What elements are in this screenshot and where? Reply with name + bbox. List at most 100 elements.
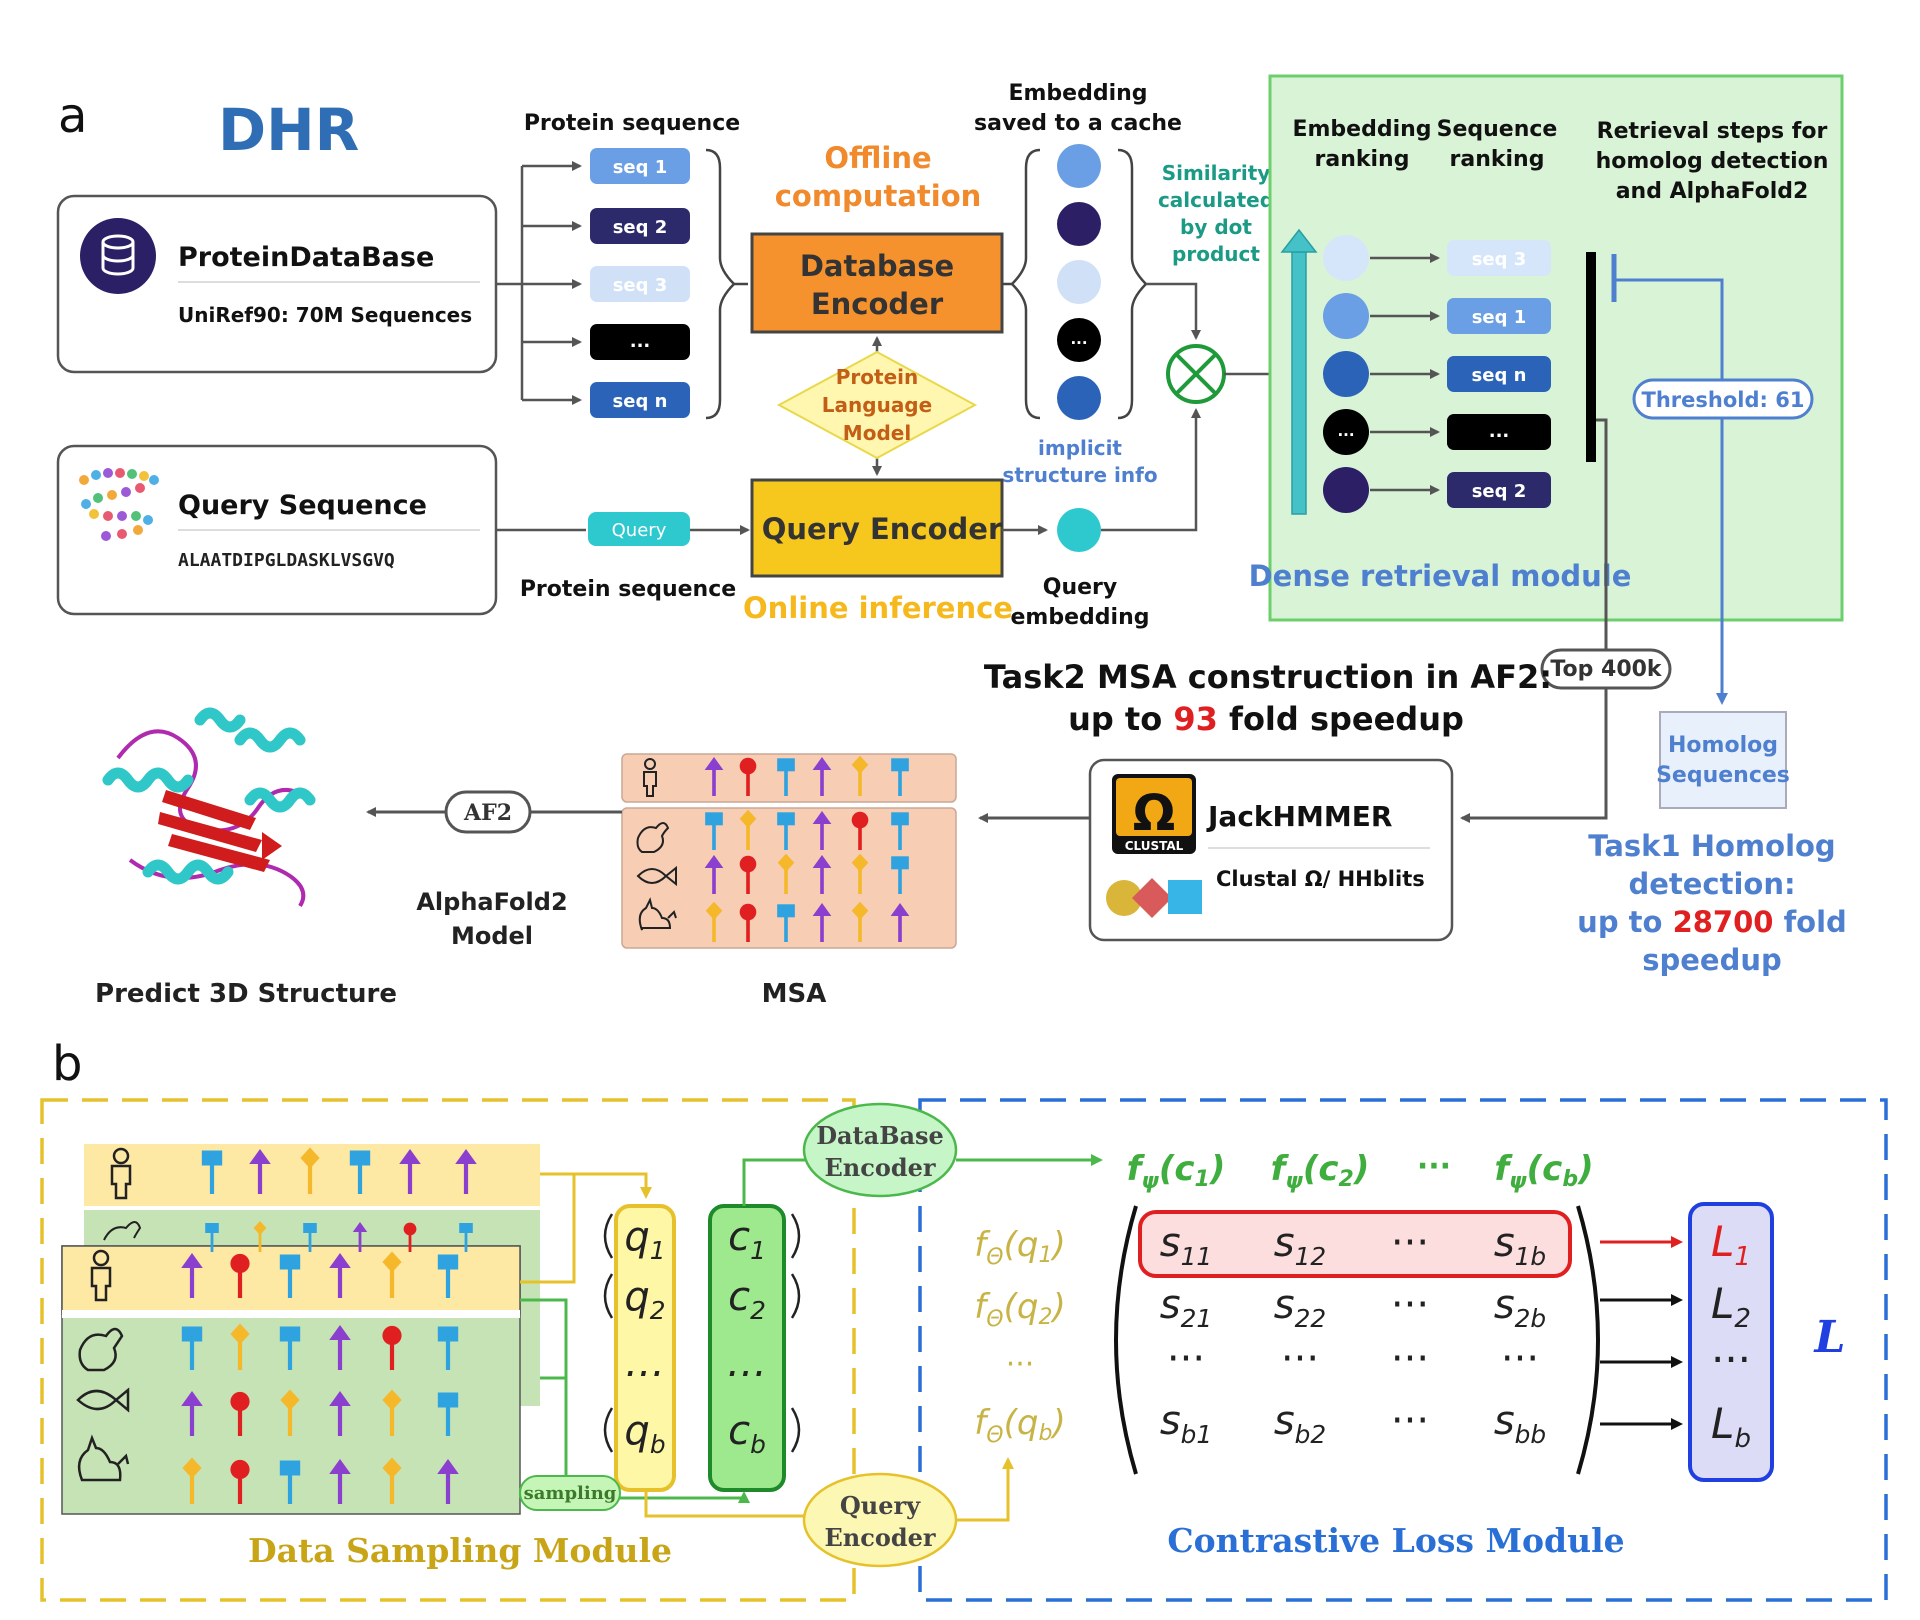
msa-glyph-r2-c2	[739, 809, 757, 850]
matrix-cell-r4-c2: sb2	[1274, 1398, 1326, 1449]
yellow-top-feed-line	[540, 1172, 652, 1199]
f-psi-ellipsis: ···	[1417, 1149, 1451, 1184]
offline-label-1: Offline	[824, 141, 931, 175]
front-glyph-r1-c3	[279, 1254, 301, 1298]
back-top-glyph-2	[249, 1149, 271, 1194]
front-glyph-r4-c3	[279, 1460, 301, 1504]
matrix-cell-r2-c3: ···	[1391, 1282, 1429, 1328]
q-open-paren-1	[603, 1213, 614, 1259]
msa-glyph-r4-c1	[705, 901, 723, 942]
af2-pill-label: AF2	[463, 800, 512, 826]
msa-glyph-r4-c5	[851, 901, 869, 942]
task1-line-2: detection:	[1628, 867, 1795, 901]
msa-block	[621, 753, 957, 949]
front-fish-icon	[76, 1387, 130, 1413]
hhblits-logo	[1106, 878, 1202, 918]
c-label-4: cb	[728, 1408, 766, 1459]
embedding-ranking-label-2: ranking	[1315, 147, 1410, 172]
query-pill-label: Query	[612, 520, 667, 541]
matrix-left-paren	[1114, 1205, 1138, 1475]
retrieval-steps-label-1: Retrieval steps for	[1597, 119, 1828, 144]
msa-glyph-r3-c3	[777, 853, 795, 894]
embedding-ranking-label-1: Embedding	[1292, 117, 1431, 142]
msa-glyph-r2-c4	[812, 811, 832, 850]
f-theta-ellipsis: ···	[1006, 1347, 1035, 1382]
msa-glyph-r2-c3	[777, 812, 795, 850]
front-glyph-r2-c6	[437, 1326, 459, 1370]
homolog-sequences-box	[1659, 711, 1787, 809]
front-glyph-r2-c2	[230, 1323, 250, 1370]
c-column	[708, 1204, 786, 1492]
query-sequence-title: Query Sequence	[178, 490, 427, 521]
back-second-glyph-6	[459, 1223, 473, 1252]
back-top-glyph-4	[349, 1150, 371, 1194]
task1-line-1: Task1 Homolog	[1588, 829, 1835, 863]
similarity-label-4: product	[1172, 242, 1260, 266]
msa-query-row	[621, 753, 957, 803]
msa-glyph-r3-c5	[851, 853, 869, 894]
protein-sequence-bottom-label: Protein sequence	[520, 577, 736, 602]
query-encoder-to-ftheta-arrow	[956, 1457, 1014, 1522]
msa-glyph-r3-c4	[812, 855, 832, 894]
loss-label-2: L2	[1711, 1279, 1751, 1334]
ranked-dot-5	[1323, 467, 1369, 513]
back-second-glyph-1	[205, 1223, 219, 1252]
matrix-cell-r2-c1: s21	[1160, 1282, 1212, 1333]
online-inference-label: Online inference	[743, 591, 1013, 625]
protein-database-subtitle: UniRef90: 70M Sequences	[178, 303, 472, 327]
embedding-left-brace	[1010, 148, 1041, 420]
front-glyph-r2-c1	[181, 1326, 203, 1370]
task1-prefix: up to	[1577, 905, 1672, 939]
f-psi-cb: fψ(cb)	[1494, 1149, 1593, 1194]
msa-glyph-r4-c3	[777, 904, 795, 942]
back-second-glyph-5	[403, 1222, 417, 1252]
msa-homolog-rows	[621, 807, 957, 949]
embedding-dot-ellipsis-label: ...	[1070, 330, 1087, 348]
implicit-label-1: implicit	[1038, 436, 1122, 460]
embedding-dot-ellipsis	[1057, 318, 1101, 362]
sequence-ranking-label-2: ranking	[1450, 147, 1545, 172]
dense-retrieval-panel	[1268, 74, 1844, 622]
similarity-label-2: calculated	[1158, 188, 1274, 212]
task1-line-3: up to 28700 fold	[1577, 905, 1847, 939]
seq-pill-n-label: seq n	[613, 391, 668, 412]
contrastive-loss-module-label: Contrastive Loss Module	[1167, 1521, 1624, 1560]
front-glyph-r3-c6	[437, 1392, 459, 1436]
msa-glyph-r2-c1	[705, 812, 723, 850]
plm-label-1: Protein	[836, 365, 918, 389]
back-top-glyph-5	[399, 1149, 421, 1194]
protein-language-model-diamond	[776, 350, 978, 460]
embedding-dot-2	[1057, 202, 1101, 246]
query-to-dot-product-arrow	[1101, 408, 1201, 532]
seq-pill-3	[590, 266, 690, 302]
af2-model-label-2: Model	[451, 922, 533, 950]
query-embedding-dot	[1057, 508, 1101, 552]
back-card-human-icon	[110, 1147, 132, 1200]
seq-pill-1	[590, 148, 690, 184]
ranked-seq-1-label: seq 3	[1472, 249, 1527, 270]
cache-to-dot-product-arrow	[1146, 282, 1201, 340]
task2-number: 93	[1173, 700, 1218, 738]
top400k-label: Top 400k	[1550, 657, 1663, 682]
b-db-encoder-label-2: Encoder	[824, 1153, 935, 1182]
front-glyph-r3-c2	[230, 1391, 250, 1436]
implicit-label-2: structure info	[1002, 463, 1157, 487]
msa-glyph-r1-c3	[777, 758, 795, 796]
loss-label-3: ···	[1711, 1335, 1751, 1384]
dot-product-icon	[1166, 344, 1226, 404]
matrix-cell-r4-c3: ···	[1391, 1398, 1429, 1444]
retrieval-cutoff-bar	[1586, 252, 1596, 462]
ranked-dot-3	[1323, 351, 1369, 397]
protein-database-title: ProteinDataBase	[178, 242, 434, 273]
clustal-logo-inner	[1116, 778, 1192, 836]
msa-glyph-r4-c2	[739, 903, 757, 942]
task2-suffix: fold speedup	[1218, 700, 1464, 738]
msa-glyph-r1-c1	[704, 757, 724, 796]
seq-pill-3-label: seq 3	[613, 275, 668, 296]
matrix-cell-r4-c1: sb1	[1160, 1398, 1212, 1449]
matrix-cell-r1-c1: s11	[1160, 1220, 1212, 1271]
ranked-seq-2-label: seq 1	[1472, 307, 1527, 328]
ranked-seq-4-label: ...	[1489, 421, 1510, 442]
matrix-cell-r1-c4: s1b	[1494, 1220, 1546, 1271]
top400k-line	[1460, 418, 1608, 823]
